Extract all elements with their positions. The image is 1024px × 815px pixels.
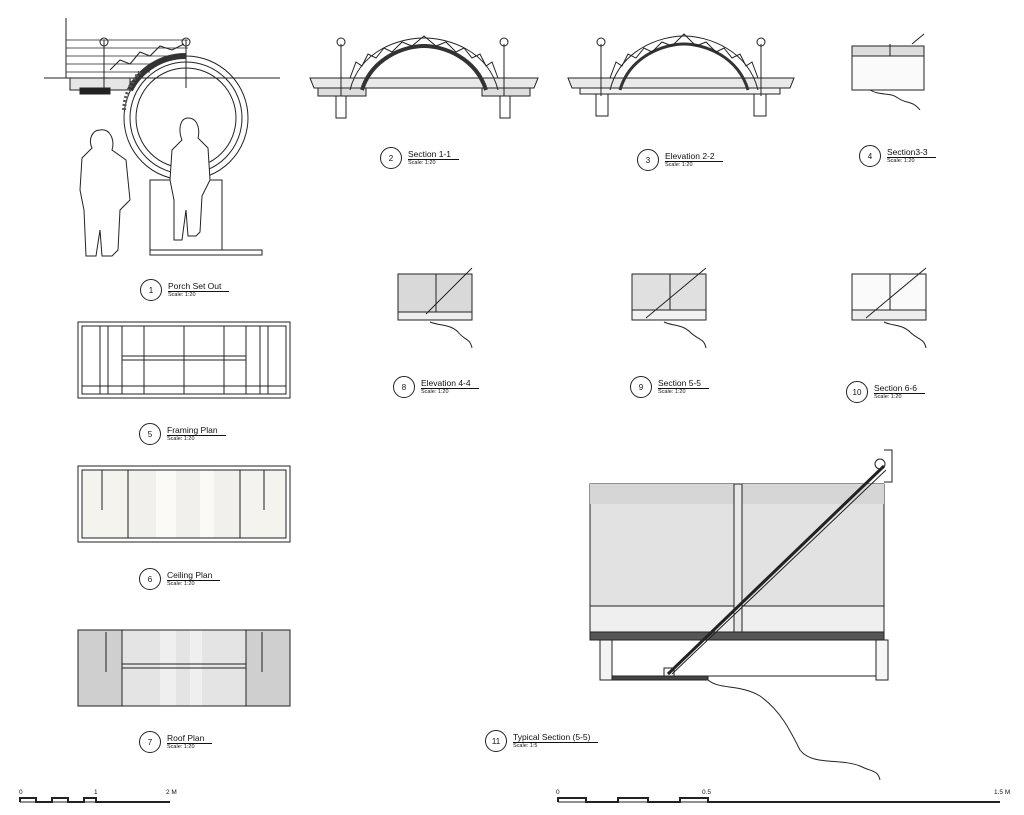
drawing-scale: Scale: 1:20 bbox=[167, 744, 195, 750]
drawing-number: 11 bbox=[485, 730, 507, 752]
section-5-5-drawing bbox=[631, 267, 707, 349]
drawing-title: Roof Plan bbox=[167, 733, 213, 744]
ceiling-plan-drawing bbox=[77, 465, 291, 543]
scale-tick-label: 2 M bbox=[166, 789, 177, 796]
scale-tick-label: 1.5 M bbox=[994, 789, 1011, 796]
drawing-title: Typical Section (5-5) bbox=[513, 732, 599, 743]
elevation-4-4-drawing bbox=[397, 267, 473, 349]
drawing-scale: Scale: 1:5 bbox=[513, 743, 538, 749]
drawing-scale: Scale: 1:20 bbox=[665, 162, 693, 168]
scale-bar-left bbox=[19, 797, 170, 803]
drawing-scale: Scale: 1:20 bbox=[167, 436, 195, 442]
drawing-number: 9 bbox=[630, 376, 652, 398]
typical-section-drawing bbox=[589, 449, 893, 781]
section-6-6-drawing bbox=[851, 267, 927, 349]
drawing-scale: Scale: 1:20 bbox=[658, 389, 686, 395]
drawing-number: 2 bbox=[380, 147, 402, 169]
drawing-title: Section 1-1 bbox=[408, 149, 459, 160]
elevation-2-2-drawing bbox=[567, 33, 795, 117]
drawing-scale: Scale: 1:20 bbox=[874, 394, 902, 400]
drawing-title: Framing Plan bbox=[167, 425, 226, 436]
drawing-number: 7 bbox=[139, 731, 161, 753]
drawing-scale: Scale: 1:20 bbox=[421, 389, 449, 395]
drawing-title: Elevation 2-2 bbox=[665, 151, 723, 162]
scale-bar-right bbox=[557, 797, 1000, 803]
drawing-title: Section 6-6 bbox=[874, 383, 925, 394]
drawing-number: 6 bbox=[139, 568, 161, 590]
framing-plan-drawing bbox=[77, 321, 291, 399]
drawing-scale: Scale: 1:20 bbox=[167, 581, 195, 587]
drawing-title: Section3-3 bbox=[887, 147, 936, 158]
drawing-title: Elevation 4-4 bbox=[421, 378, 479, 389]
scale-tick-label: 0 bbox=[19, 789, 23, 796]
scale-tick-label: 0.5 bbox=[702, 789, 712, 796]
drawing-number: 5 bbox=[139, 423, 161, 445]
drawing-scale: Scale: 1:20 bbox=[887, 158, 915, 164]
drawing-title: Ceiling Plan bbox=[167, 570, 221, 581]
drawing-label: 11 Typical Section (5-5)Scale: 1:5 bbox=[485, 730, 599, 752]
drawing-number: 10 bbox=[846, 381, 868, 403]
section-1-1-drawing bbox=[309, 35, 539, 119]
drawing-number: 3 bbox=[637, 149, 659, 171]
scale-tick-label: 1 bbox=[94, 789, 98, 796]
scale-tick-label: 0 bbox=[556, 789, 560, 796]
drawing-number: 4 bbox=[859, 145, 881, 167]
drawing-title: Section 5-5 bbox=[658, 378, 709, 389]
porch-set-out-drawing bbox=[44, 18, 280, 257]
drawing-number: 1 bbox=[140, 279, 162, 301]
drawing-title: Porch Set Out bbox=[168, 281, 230, 292]
drawing-scale: Scale: 1:20 bbox=[168, 292, 196, 298]
roof-plan-drawing bbox=[77, 629, 291, 707]
drawing-number: 8 bbox=[393, 376, 415, 398]
drawing-scale: Scale: 1:20 bbox=[408, 160, 436, 166]
section-3-3-drawing bbox=[851, 33, 925, 111]
